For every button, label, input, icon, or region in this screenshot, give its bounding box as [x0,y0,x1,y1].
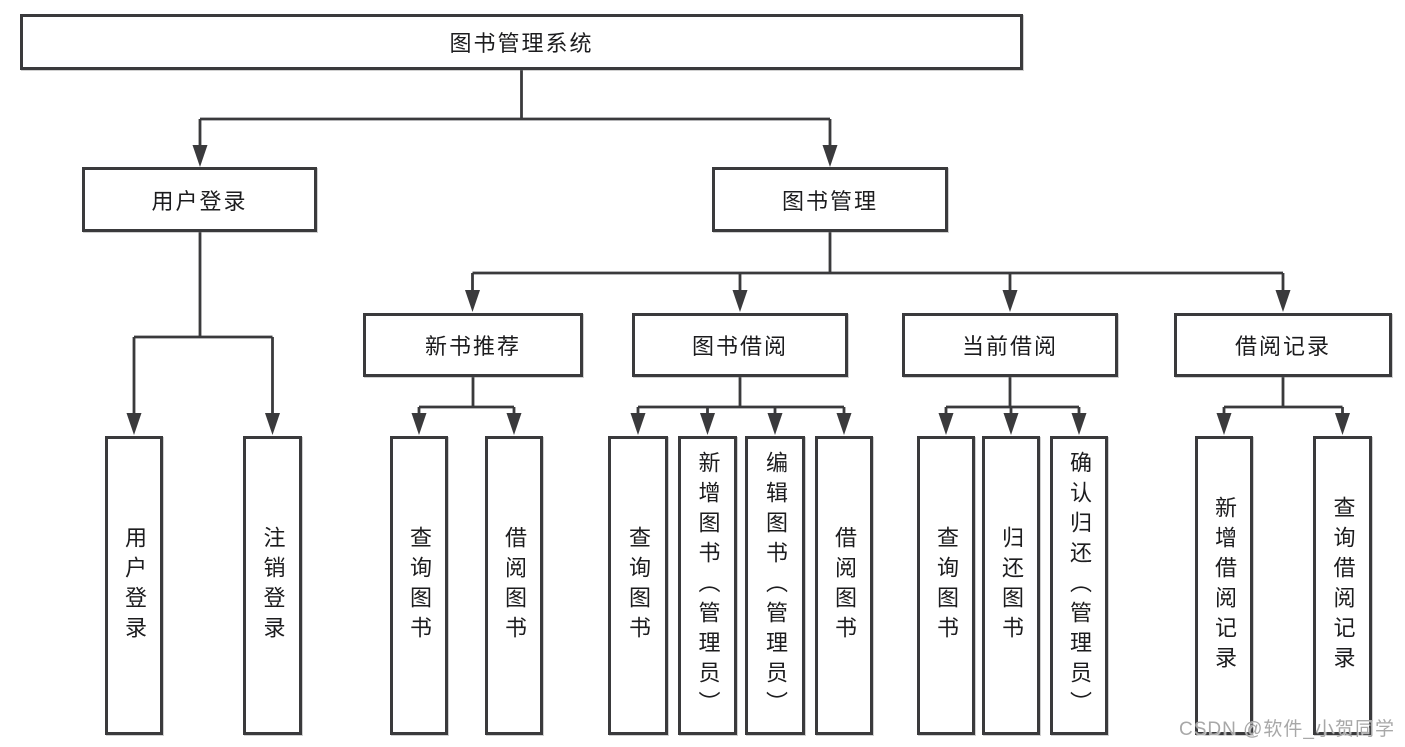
node-label: 编辑图书（管理员） [763,450,788,721]
leaf-borrowing-add-books-admin: 新增图书（管理员） [678,436,737,735]
connector-book-borrowing-group [636,376,846,421]
leaf-query-borrow-record: 查询借阅记录 [1313,436,1372,735]
node-library-management-system: 图书管理系统 [20,14,1023,70]
node-borrowing-records: 借阅记录 [1174,313,1392,377]
node-label: 查询图书 [934,525,959,646]
node-label: 新增图书（管理员） [695,450,721,721]
leaf-recommend-query-books: 查询图书 [390,436,448,735]
node-new-book-recommend: 新书推荐 [363,313,583,377]
node-label: 借阅记录 [1234,334,1331,359]
node-user-login: 用户登录 [82,167,317,232]
node-label: 查询图书 [407,525,432,646]
connector-root-to-level2 [198,68,832,152]
node-label: 新书推荐 [424,334,521,359]
node-label: 新增借阅记录 [1212,495,1237,676]
node-label: 确认归还（管理员） [1067,450,1092,721]
leaf-current-confirm-return-admin: 确认归还（管理员） [1050,436,1108,735]
node-label: 查询借阅记录 [1330,495,1356,676]
node-book-management: 图书管理 [712,167,948,232]
node-label: 注销登录 [260,525,286,646]
node-label: 图书借阅 [691,334,788,359]
node-label: 查询图书 [626,525,651,646]
connector-borrowing-records-group [1222,376,1344,421]
connector-user-login-group [132,231,274,421]
leaf-user-login: 用户登录 [105,436,163,735]
node-label: 图书管理 [781,188,878,214]
leaf-logout: 注销登录 [243,436,302,735]
node-label: 用户登录 [151,188,248,214]
node-label: 借阅图书 [832,525,857,646]
node-current-borrowing: 当前借阅 [902,313,1118,377]
node-label: 图书管理系统 [449,31,594,56]
leaf-borrowing-query-books: 查询图书 [608,436,668,735]
node-label: 借阅图书 [502,525,527,646]
csdn-watermark: CSDN @软件_小贺同学 [1179,719,1395,740]
node-book-borrowing: 图书借阅 [632,313,848,377]
node-label: 用户登录 [122,525,147,646]
connector-current-borrowing-group [944,376,1081,421]
connector-new-book-group [417,376,516,421]
connector-book-management-group [471,231,1285,298]
leaf-recommend-borrow-books: 借阅图书 [485,436,543,735]
leaf-borrowing-borrow-books: 借阅图书 [815,436,873,735]
leaf-add-borrow-record: 新增借阅记录 [1195,436,1253,735]
leaf-current-return-books: 归还图书 [982,436,1040,735]
node-label: 归还图书 [999,525,1024,646]
node-label: 当前借阅 [961,334,1058,359]
leaf-borrowing-edit-books-admin: 编辑图书（管理员） [745,436,805,735]
leaf-current-query-books: 查询图书 [917,436,975,735]
